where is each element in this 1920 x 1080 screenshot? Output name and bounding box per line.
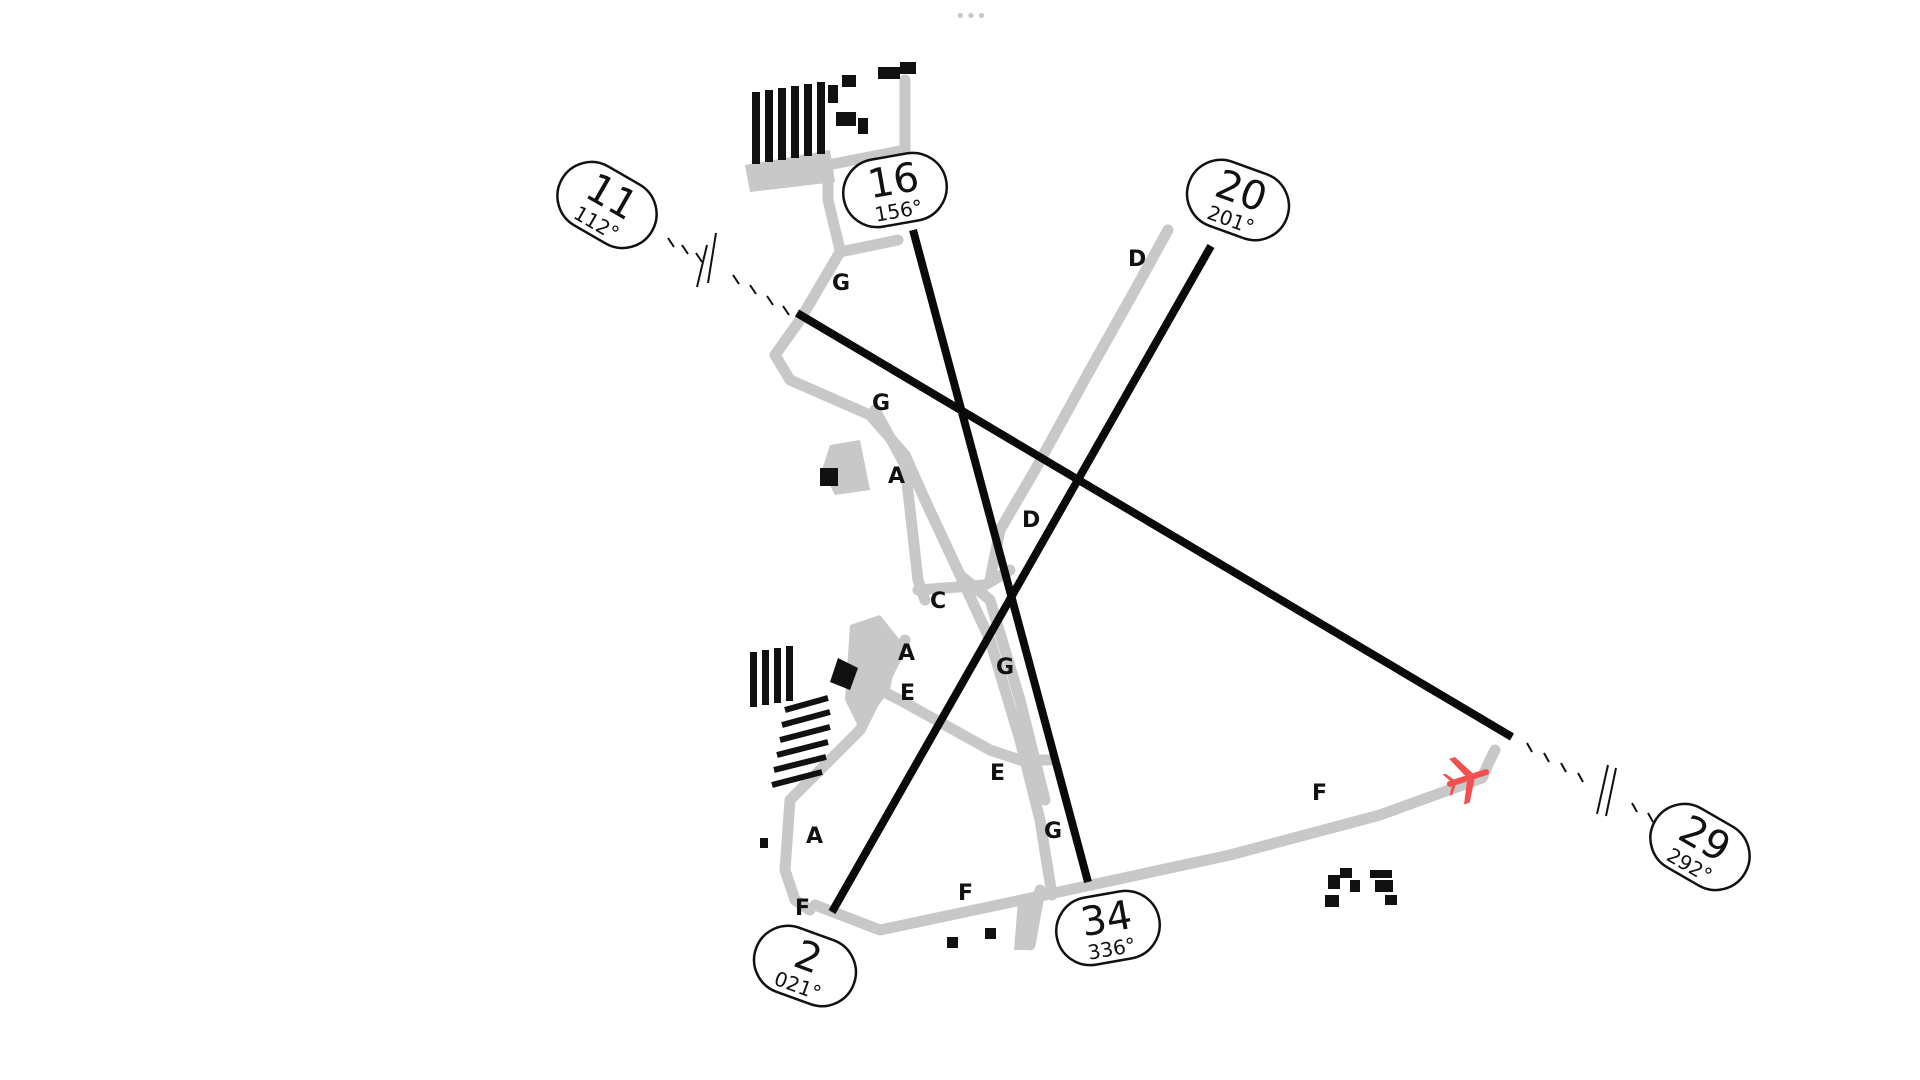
runway-end-label-29: 29 292° xyxy=(1649,802,1751,892)
svg-text:16: 16 xyxy=(864,154,922,208)
taxiway-g-east-edge xyxy=(954,569,1051,806)
taxiway-d xyxy=(984,224,1174,586)
runway-end-label-34: 34 336° xyxy=(1055,889,1161,967)
apron-west-1 xyxy=(822,440,870,495)
taxiway-labels: G G A D C A E G E A F F G F D xyxy=(795,247,1327,921)
svg-text:34: 34 xyxy=(1077,892,1135,946)
taxiway-label: E xyxy=(990,761,1005,786)
taxiway-label: C xyxy=(930,589,946,614)
taxiway-label: A xyxy=(806,824,823,849)
runway-end-labels: 11 112° 29 292° 16 156° 34 336° 20 201° … xyxy=(556,151,1751,1008)
taxiway-label: G xyxy=(832,271,850,296)
runway-end-label-2: 2 021° xyxy=(752,924,858,1008)
taxiway-g-main xyxy=(919,494,1058,901)
taxiway-label: A xyxy=(898,641,915,666)
taxiway-label: F xyxy=(958,881,973,906)
apron-south xyxy=(1014,900,1035,950)
runway-end-label-16: 16 156° xyxy=(842,151,948,229)
runway-16-34 xyxy=(909,228,1092,884)
buildings xyxy=(750,62,1397,948)
taxiway-label: G xyxy=(1044,819,1062,844)
aprons xyxy=(745,150,1035,950)
apron-north xyxy=(745,150,835,192)
runway-end-label-11: 11 112° xyxy=(556,160,658,250)
taxiway-label: A xyxy=(888,464,905,489)
taxiway-label: E xyxy=(900,681,915,706)
taxiway-f xyxy=(809,772,1488,936)
centerline-ticks xyxy=(667,232,1654,823)
runway-end-label-20: 20 201° xyxy=(1185,158,1291,242)
taxiway-label: D xyxy=(1128,247,1146,272)
runway-11-29 xyxy=(794,309,1515,741)
airplane-icon[interactable] xyxy=(1439,748,1497,808)
window-dots: ••• xyxy=(955,6,987,27)
taxiway-label: G xyxy=(996,655,1014,680)
apron-west-2 xyxy=(845,615,900,730)
taxiway-a-north xyxy=(869,404,931,606)
taxiway-label: G xyxy=(872,391,890,416)
taxiway-label: F xyxy=(795,896,810,921)
runway-2-20 xyxy=(828,244,1215,914)
runways xyxy=(794,228,1515,914)
taxiway-label: D xyxy=(1022,508,1040,533)
taxiway-label: F xyxy=(1312,781,1327,806)
